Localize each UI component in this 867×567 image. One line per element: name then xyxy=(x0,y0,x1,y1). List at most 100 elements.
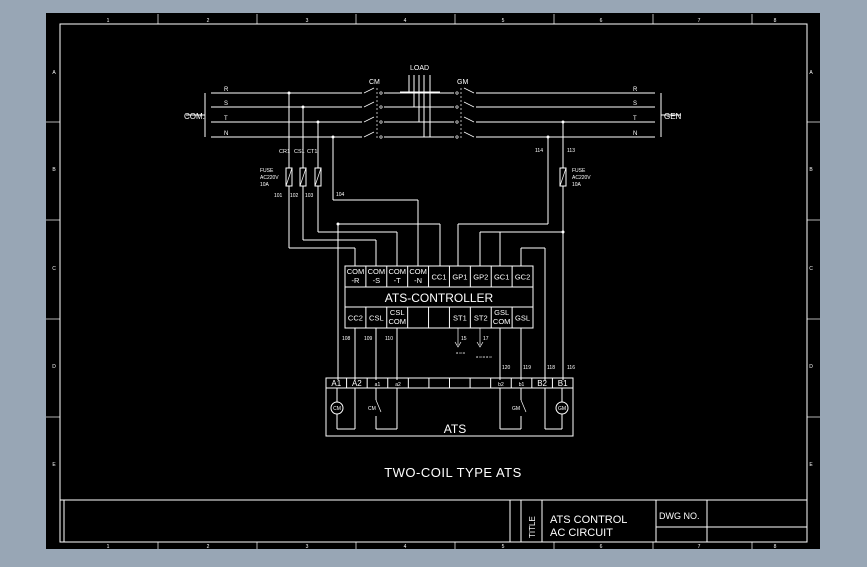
ats-terminal-b1: b1 xyxy=(519,382,525,388)
right-tick-A: A xyxy=(809,70,813,76)
ats-controller xyxy=(344,265,534,329)
top-tick-4: 4 xyxy=(404,18,407,24)
wire-102: 102 xyxy=(290,193,299,199)
bus-left-n: N xyxy=(224,131,228,137)
drawing-sheet xyxy=(46,13,820,549)
controller-top-terminal-8: GC1 xyxy=(494,273,509,282)
wire-101: 101 xyxy=(274,193,283,199)
controller-bottom-terminal-6: ST1 xyxy=(453,314,467,323)
bus-right-t: T xyxy=(633,116,637,122)
controller-name: ATS-CONTROLLER xyxy=(385,291,494,305)
wire-15: 15 xyxy=(461,336,467,342)
com-source-label: COM. xyxy=(184,112,205,121)
wire-118: 118 xyxy=(547,365,555,371)
ats-terminal-b2: b2 xyxy=(498,382,504,388)
controller-top-terminal-6: GP1 xyxy=(452,273,467,282)
ats-terminal-a2: A2 xyxy=(352,379,362,388)
control-wiring-top xyxy=(287,91,565,380)
title-label: TITLE xyxy=(528,516,537,538)
left-tick-D: D xyxy=(52,364,56,370)
wire-109: 109 xyxy=(364,336,373,342)
right-fuse-rating-3: 10A xyxy=(572,182,582,188)
ats-unit xyxy=(325,377,574,437)
wire-17: 17 xyxy=(483,336,489,342)
wire-113: 113 xyxy=(567,148,575,154)
gm-switch-label: GM xyxy=(457,79,468,86)
wire-103: 103 xyxy=(305,193,314,199)
gm-contacts xyxy=(454,87,476,140)
dwg-no-label: DWG NO. xyxy=(659,511,700,521)
controller-top-terminal-2: COM-S xyxy=(368,267,386,285)
top-tick-7: 7 xyxy=(698,18,701,24)
ats-terminal-b1: B1 xyxy=(558,379,568,388)
title-line-1: ATS CONTROL xyxy=(550,514,627,526)
controller-bottom-terminal-2: CSL xyxy=(369,314,384,323)
bus-right-n: N xyxy=(633,131,637,137)
wire-114: 114 xyxy=(535,148,543,154)
wire-120: 120 xyxy=(502,365,511,371)
controller-top-terminal-1: COM-R xyxy=(347,267,365,285)
load-feed-wires xyxy=(400,75,440,137)
cm-contacts xyxy=(362,87,384,140)
bottom-tick-2: 2 xyxy=(207,544,210,550)
svg-text:o o o: o o o xyxy=(456,350,466,355)
controller-top-terminal-5: CC1 xyxy=(431,273,446,282)
left-tick-E: E xyxy=(52,462,56,468)
controller-bottom-terminal-9: GSL xyxy=(515,314,530,323)
left-fuse-rating-3: 10A xyxy=(260,182,270,188)
controller-bottom-terminal-1: CC2 xyxy=(348,314,363,323)
left-tick-C: C xyxy=(52,266,56,272)
bottom-tick-4: 4 xyxy=(404,544,407,550)
controller-top-terminal-4: COM-N xyxy=(409,267,427,285)
load-label: LOAD xyxy=(410,65,429,72)
switch-gm-label: GM xyxy=(512,406,520,412)
bottom-tick-5: 5 xyxy=(502,544,505,550)
left-fuse-rating-1: FUSE xyxy=(260,168,274,174)
wire-116: 116 xyxy=(567,365,575,371)
tiny-marks: o o o o o o o o xyxy=(456,350,492,359)
top-tick-3: 3 xyxy=(306,18,309,24)
left-fuse-rating-2: AC220V xyxy=(260,175,279,181)
bus-right-s: S xyxy=(633,101,637,107)
ats-name: ATS xyxy=(444,422,466,436)
title-line-2: AC CIRCUIT xyxy=(550,527,613,539)
bus-lines xyxy=(186,92,681,138)
left-tick-A: A xyxy=(52,70,56,76)
right-tick-C: C xyxy=(809,266,813,272)
switch-cm-label: CM xyxy=(368,406,376,412)
bus-left-t: T xyxy=(224,116,228,122)
fuse-name-cr1: CR1 xyxy=(279,149,290,155)
right-fuse-rating-1: FUSE xyxy=(572,168,586,174)
svg-text:o o o o o: o o o o o xyxy=(476,354,492,359)
bus-left-r: R xyxy=(224,87,229,93)
cm-switch-label: CM xyxy=(369,79,380,86)
bottom-tick-1: 1 xyxy=(107,544,110,550)
wire-110: 110 xyxy=(385,336,393,342)
top-tick-6: 6 xyxy=(600,18,603,24)
right-tick-D: D xyxy=(809,364,813,370)
wire-119: 119 xyxy=(523,365,531,371)
bottom-tick-6: 6 xyxy=(600,544,603,550)
ats-terminal-a1: a1 xyxy=(375,382,381,388)
fuse-name-ct1: CT1 xyxy=(307,149,317,155)
wire-104: 104 xyxy=(336,192,345,198)
bus-left-s: S xyxy=(224,101,228,107)
bus-right-r: R xyxy=(633,87,638,93)
bottom-tick-7: 7 xyxy=(698,544,701,550)
left-tick-B: B xyxy=(52,167,56,173)
ats-terminal-a1: A1 xyxy=(331,379,341,388)
wire-108: 108 xyxy=(342,336,351,342)
coil-gm-label: GM xyxy=(558,406,566,412)
controller-bottom-terminal-7: ST2 xyxy=(474,314,488,323)
control-wiring-bottom xyxy=(354,328,522,380)
controller-top-terminal-3: COM-T xyxy=(388,267,406,285)
top-tick-2: 2 xyxy=(207,18,210,24)
gen-source-label: GEN xyxy=(664,112,682,121)
